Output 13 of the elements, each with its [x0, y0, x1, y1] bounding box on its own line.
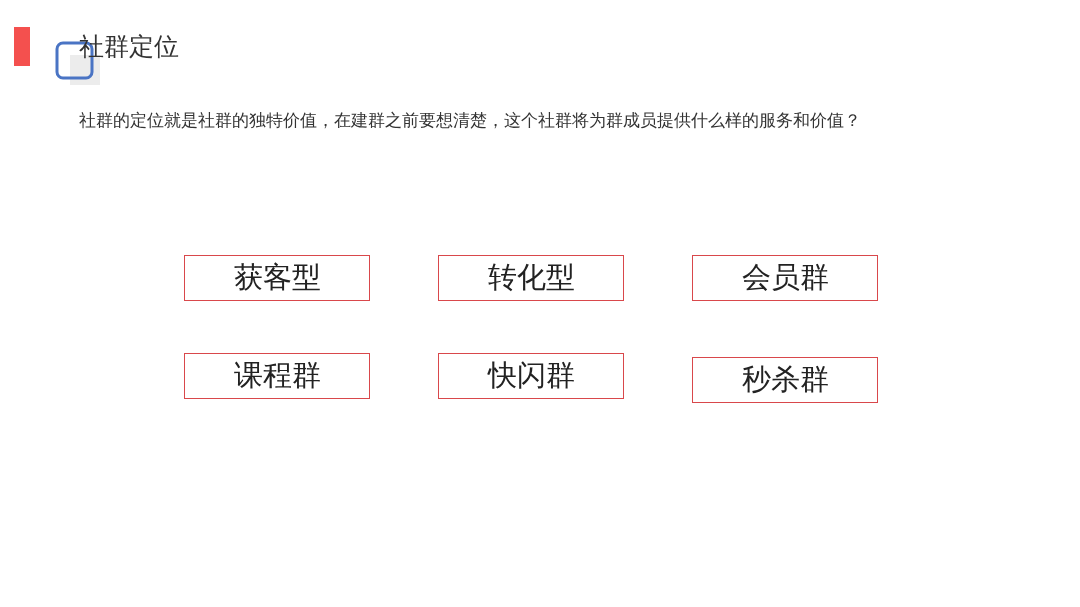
category-label: 会员群 — [741, 259, 829, 296]
category-box — [692, 255, 878, 301]
category-box — [184, 353, 370, 399]
description-text: 社群的定位就是社群的独特价值，在建群之前要想清楚，这个社群将为群成员提供什么样的服务和价值？ — [79, 109, 861, 132]
category-box — [438, 353, 624, 399]
category-box — [438, 255, 624, 301]
category-label: 秒杀群 — [741, 361, 829, 398]
category-box — [184, 255, 370, 301]
category-label: 获客型 — [233, 259, 321, 296]
category-label: 转化型 — [487, 259, 575, 296]
category-box — [692, 357, 878, 403]
category-label: 快闪群 — [487, 357, 575, 394]
category-label: 课程群 — [233, 357, 321, 394]
